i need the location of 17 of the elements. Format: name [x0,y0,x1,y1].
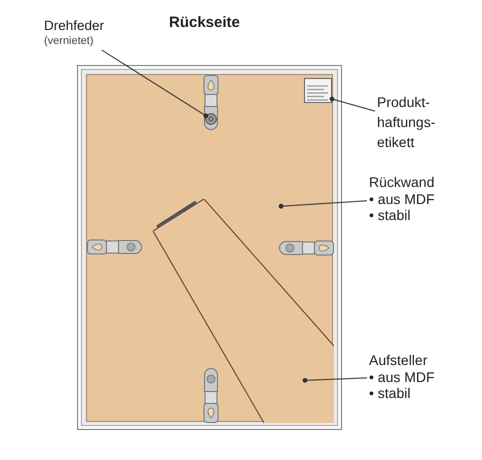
label-sticker-icon [304,78,332,103]
list-item: • aus MDF [369,191,435,207]
callout-label: Rückwand [369,174,435,191]
callout-note: (vernietet) [44,34,95,48]
leader-line [101,50,208,118]
callout-label: Aufsteller [369,352,428,369]
stand-panel [153,199,334,423]
leader-line [302,377,368,383]
callout-label: Drehfeder [44,17,104,34]
callout-label: Produkt- haftungs- etikett [377,92,451,152]
leader-line [330,96,376,112]
diagram-title: Rückseite [169,14,240,31]
leader-line [278,200,368,209]
list-item: • stabil [369,207,412,223]
list-item: • aus MDF [369,369,435,385]
list-item: • stabil [369,385,412,401]
back-panel [86,74,333,422]
